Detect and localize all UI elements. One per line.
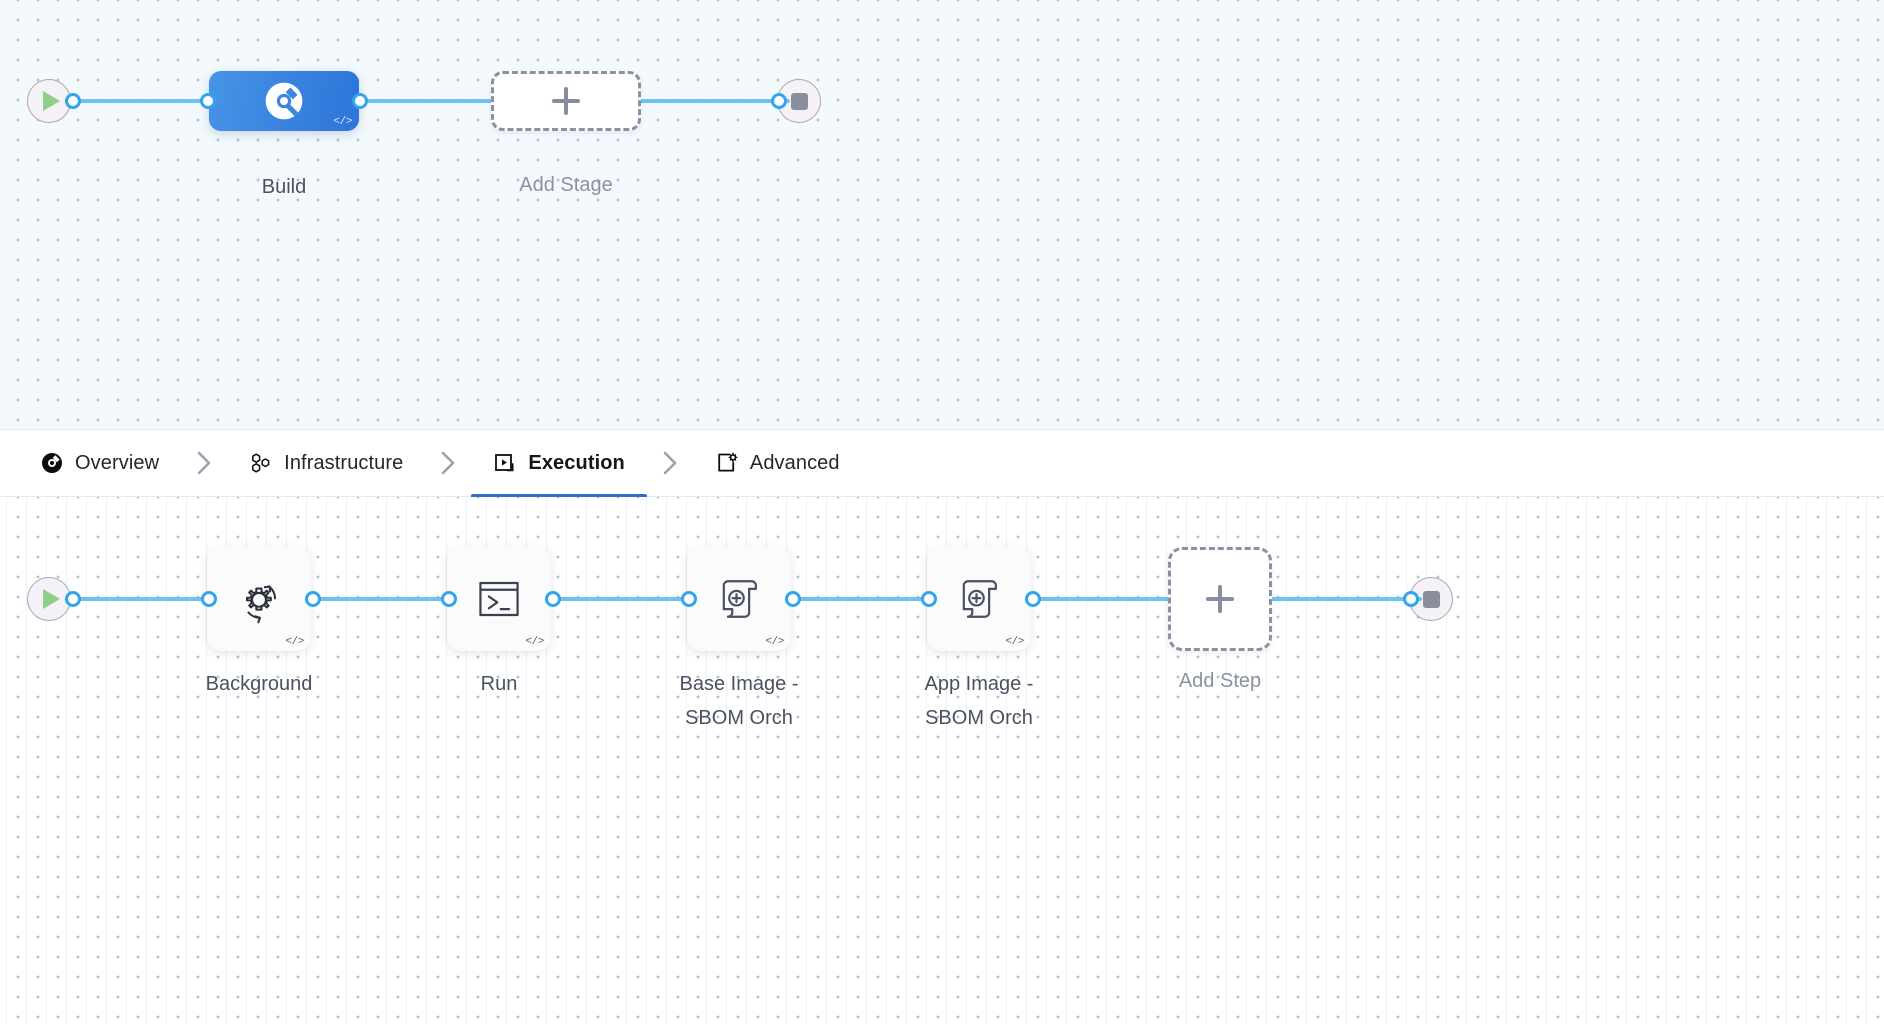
steps-canvas[interactable]: </> Background </> Run [0, 497, 1884, 1024]
stage-node-build[interactable]: </> [200, 71, 368, 131]
scroll-plus-icon [962, 580, 997, 618]
step-background-output-port[interactable] [305, 591, 321, 607]
tab-separator-1 [181, 449, 227, 477]
step-node-run[interactable]: </> [441, 547, 561, 651]
execution-play-box-icon [495, 454, 514, 472]
step-code-badge[interactable]: </> [285, 636, 304, 648]
step-app-image-box[interactable]: </> [927, 547, 1031, 651]
step-background-box[interactable]: </> [207, 547, 311, 651]
step-code-badge[interactable]: </> [1005, 636, 1024, 648]
step-label-base-image-sbom-orch: Base Image - SBOM Orch [679, 673, 799, 729]
terminal-icon [479, 581, 519, 617]
steps-start-output-port[interactable] [65, 591, 81, 607]
edge-addstage-to-end [630, 99, 790, 103]
step-node-background[interactable]: </> [201, 547, 321, 651]
tab-separator-3 [647, 449, 693, 477]
end-input-port[interactable] [771, 93, 787, 109]
step-label-run: Run [480, 673, 518, 695]
step-label-app-image-sbom-orch: App Image - SBOM Orch [924, 673, 1034, 729]
add-stage-node[interactable] [491, 71, 641, 131]
edge-background-to-run [305, 597, 460, 601]
add-step-node[interactable] [1168, 547, 1272, 651]
overview-icon [42, 453, 62, 473]
stage-build-box[interactable]: </> [209, 71, 359, 131]
edge-appimage-to-addstep [1025, 597, 1180, 601]
add-stage-button[interactable] [491, 71, 641, 131]
edge-addstep-to-end [1270, 597, 1422, 601]
stage-label-build: Build [261, 176, 307, 198]
gear-refresh-icon [246, 585, 277, 624]
step-run-input-port[interactable] [441, 591, 457, 607]
harness-build-icon [265, 82, 303, 120]
step-base-image-box[interactable]: </> [687, 547, 791, 651]
infrastructure-hex-icon [252, 453, 270, 473]
stage-output-port[interactable] [352, 93, 368, 109]
edge-baseimage-to-appimage [785, 597, 940, 601]
tab-overview-label: Overview [75, 451, 160, 474]
chevron-right-icon [442, 451, 455, 475]
steps-end-input-port[interactable] [1403, 591, 1419, 607]
stop-icon [790, 92, 808, 110]
edge-run-to-baseimage [545, 597, 700, 601]
tab-overview[interactable]: Overview [18, 429, 181, 497]
step-base-image-output-port[interactable] [785, 591, 801, 607]
pipeline-start-node[interactable] [27, 79, 81, 123]
add-step-label: Add Step [1178, 670, 1262, 692]
step-run-box[interactable]: </> [447, 547, 551, 651]
tab-advanced-label: Advanced [749, 451, 840, 474]
stop-icon [1422, 590, 1440, 608]
stage-input-port[interactable] [200, 93, 216, 109]
step-background-input-port[interactable] [201, 591, 217, 607]
tab-infrastructure[interactable]: Infrastructure [227, 429, 425, 497]
step-base-image-input-port[interactable] [681, 591, 697, 607]
pipeline-end-node[interactable] [771, 79, 821, 123]
plus-icon [552, 87, 580, 115]
stage-config-tabs[interactable]: Overview Infrastructure [0, 429, 1884, 498]
scroll-plus-icon [722, 580, 757, 618]
add-step-button[interactable] [1168, 547, 1272, 651]
steps-end-node[interactable] [1403, 577, 1453, 621]
plus-icon [1206, 585, 1234, 613]
stages-canvas[interactable]: </> Build Add Stage [0, 0, 1884, 429]
tab-execution-label: Execution [528, 451, 625, 474]
play-icon [43, 589, 60, 609]
step-code-badge[interactable]: </> [765, 636, 784, 648]
add-stage-label: Add Stage [519, 174, 613, 196]
step-run-output-port[interactable] [545, 591, 561, 607]
edge-start-to-build [74, 99, 226, 103]
edge-build-to-addstage [352, 99, 512, 103]
stage-code-badge[interactable]: </> [333, 116, 352, 128]
tab-infrastructure-label: Infrastructure [284, 451, 404, 474]
steps-start-circle [27, 577, 71, 621]
step-app-image-input-port[interactable] [921, 591, 937, 607]
tab-execution[interactable]: Execution [471, 429, 648, 498]
step-label-background: Background [205, 673, 313, 695]
chevron-right-icon [663, 451, 677, 475]
chevron-right-icon [197, 451, 211, 475]
edge-start-to-background [74, 597, 220, 601]
steps-start-node[interactable] [27, 577, 81, 621]
play-icon [43, 91, 60, 111]
advanced-gear-page-icon [718, 452, 738, 472]
start-output-port[interactable] [65, 93, 81, 109]
tab-advanced[interactable]: Advanced [693, 429, 862, 497]
step-node-base-image-sbom-orch[interactable]: </> [681, 547, 801, 651]
start-circle [27, 79, 71, 123]
tab-separator-2 [425, 449, 471, 477]
step-code-badge[interactable]: </> [525, 636, 544, 648]
step-app-image-output-port[interactable] [1025, 591, 1041, 607]
step-node-app-image-sbom-orch[interactable]: </> [921, 547, 1041, 651]
